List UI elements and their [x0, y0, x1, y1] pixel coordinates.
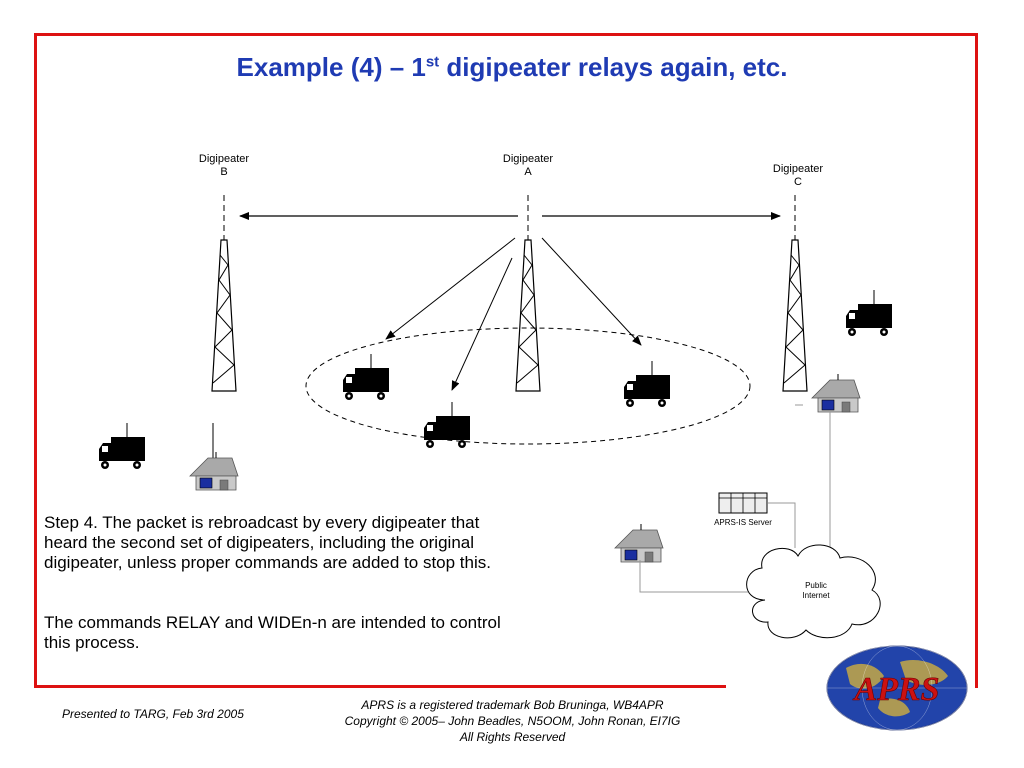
house-icon — [614, 523, 664, 563]
cloud-label-line1: Public — [805, 581, 827, 590]
tower-c-name: Digipeater — [772, 163, 824, 175]
coverage-ellipse — [305, 327, 751, 445]
footer-presented: Presented to TARG, Feb 3rd 2005 — [62, 707, 244, 721]
truck-icon — [845, 289, 893, 337]
footer-copyright-line: Copyright © 2005– John Beadles, N5OOM, J… — [344, 714, 681, 728]
tower-label-a: Digipeater A — [483, 153, 573, 179]
truck-icon — [342, 353, 390, 401]
network-link — [768, 502, 796, 548]
cloud-label-line2: Internet — [802, 591, 830, 600]
arrow-a-to-truck-3 — [541, 237, 642, 346]
footer-rights: All Rights Reserved — [459, 730, 566, 744]
tower-c-letter: C — [794, 176, 802, 188]
logo-text: APRS — [852, 671, 939, 708]
tower-b-letter: B — [220, 166, 228, 178]
tower-a-name: Digipeater — [502, 153, 554, 165]
tower-a-letter: A — [524, 166, 532, 178]
title-superscript: st — [425, 53, 440, 71]
title-prefix: Example (4) – 1 — [236, 52, 426, 82]
arrow-a-to-truck-2 — [451, 257, 513, 391]
footer-trademark: APRS is a registered trademark Bob Bruni… — [361, 698, 664, 712]
truck-icon — [98, 422, 146, 470]
body-paragraph-1: Step 4. The packet is rebroadcast by eve… — [44, 513, 491, 572]
tower-b-icon — [211, 194, 237, 392]
server-icon — [718, 492, 768, 514]
tower-a-icon — [515, 194, 541, 392]
internet-cloud-icon — [746, 544, 881, 639]
title-suffix: digipeater relays again, etc. — [439, 52, 788, 82]
network-link — [639, 560, 752, 593]
server-label: APRS-IS Server — [714, 518, 772, 527]
tower-b-name: Digipeater — [198, 153, 250, 165]
tower-c-icon — [782, 194, 808, 392]
house-icon — [189, 451, 239, 491]
tower-label-b: Digipeater B — [179, 153, 269, 179]
arrow-a-to-truck-1 — [385, 237, 516, 340]
truck-icon — [623, 360, 671, 408]
house-icon — [811, 373, 861, 413]
truck-icon — [423, 401, 471, 449]
footer-copyright: APRS is a registered trademark Bob Bruni… — [300, 697, 725, 745]
tower-label-c: Digipeater C — [753, 163, 843, 189]
aprs-logo — [826, 645, 968, 731]
slide-title: Example (4) – 1st digipeater relays agai… — [0, 52, 1024, 83]
cloud-label: Public Internet — [786, 581, 846, 601]
body-paragraph-2: The commands RELAY and WIDEn-n are inten… — [44, 613, 501, 652]
slide-frame-bottom — [34, 685, 726, 688]
slide-frame — [34, 33, 978, 688]
